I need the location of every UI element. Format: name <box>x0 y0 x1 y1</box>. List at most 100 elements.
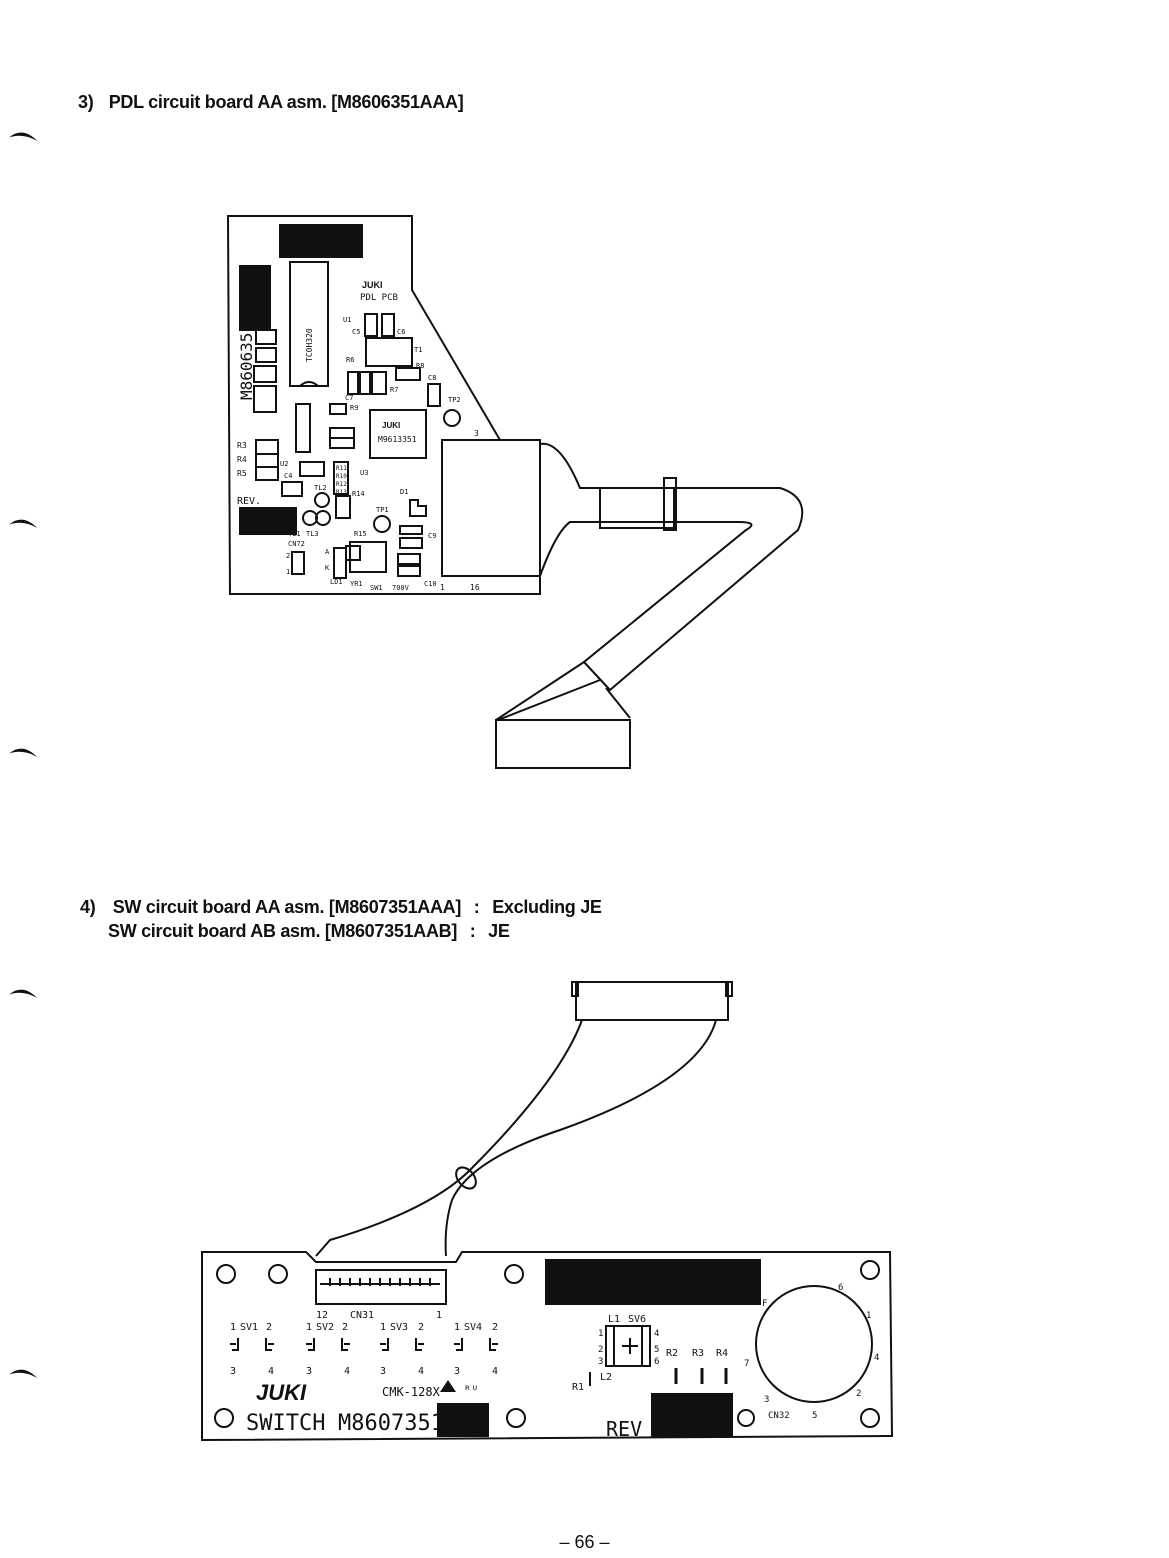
sv4-pin4: 4 <box>492 1366 498 1377</box>
pdl-board-name: PDL PCB <box>360 293 398 303</box>
sv4-name: SV4 <box>464 1322 482 1333</box>
svg-text:R7: R7 <box>390 386 398 394</box>
punch-hole-mark <box>9 748 38 757</box>
svg-text:6: 6 <box>654 1357 659 1367</box>
svg-text:C6: C6 <box>397 328 405 336</box>
svg-text:1: 1 <box>286 568 290 576</box>
svg-text:R14: R14 <box>352 490 365 498</box>
section3-title: PDL circuit board AA asm. [M8606351AAA] <box>108 92 464 112</box>
svg-text:R6: R6 <box>346 356 354 364</box>
sw-rev-block <box>651 1393 733 1437</box>
sw-cn31-pin-left: 12 <box>316 1310 328 1321</box>
svg-text:TP1: TP1 <box>376 506 389 514</box>
sv4-pin1: 1 <box>454 1322 460 1333</box>
sw-l2-label: L2 <box>600 1372 612 1383</box>
sv1-pin3: 3 <box>230 1366 236 1377</box>
svg-text:C7: C7 <box>345 394 353 402</box>
pdl-brand: JUKI <box>362 280 383 290</box>
svg-text:R4: R4 <box>237 455 247 464</box>
sw-cn31-connector <box>315 1269 447 1305</box>
svg-text:2: 2 <box>286 552 290 560</box>
sw-r1-label: R1 <box>572 1382 584 1393</box>
svg-text:4: 4 <box>654 1329 659 1339</box>
svg-text:R9: R9 <box>350 404 358 412</box>
pdl-ic-label: TC0H320 <box>305 328 314 362</box>
sv2-pin3: 3 <box>306 1366 312 1377</box>
sw-r2-label: R2 <box>666 1348 678 1359</box>
sw-cn32-pin-5: 5 <box>812 1411 817 1421</box>
pdl-cable-pin-16: 16 <box>470 583 480 592</box>
sw-cable-connector <box>575 981 729 1021</box>
sw-cn32-pin-1: 1 <box>866 1311 871 1321</box>
sw-r4-label: R4 <box>716 1348 728 1359</box>
sv3-pin4: 4 <box>418 1366 424 1377</box>
svg-text:1: 1 <box>598 1329 603 1339</box>
svg-text:R12: R12 <box>336 481 347 488</box>
sw-model-mark: CMK-128X <box>382 1385 441 1399</box>
sw-r3-label: R3 <box>692 1348 704 1359</box>
pdl-board-diagram: M8606351 TC0H320 R3 R4 R5 REV. JUKI PDL … <box>226 215 804 769</box>
svg-text:ᴿᵁ: ᴿᵁ <box>464 1383 478 1397</box>
svg-text:5: 5 <box>654 1345 659 1355</box>
svg-text:C5: C5 <box>352 328 360 336</box>
sv3-pin3: 3 <box>380 1366 386 1377</box>
sw-sv6-switch <box>605 1325 651 1367</box>
svg-text:TP2: TP2 <box>448 396 461 404</box>
section4-line2-note: JE <box>488 921 510 941</box>
sw-mount-hole <box>506 1408 526 1428</box>
sw-mount-hole <box>268 1264 288 1284</box>
sv3-pin1: 1 <box>380 1322 386 1333</box>
sw-switch-label: SWITCH <box>246 1411 325 1436</box>
section4-line2: SW circuit board AB asm. [M8607351AAB] :… <box>80 919 602 943</box>
svg-text:C10: C10 <box>424 580 437 588</box>
sv1-name: SV1 <box>240 1322 258 1333</box>
sv2-pin2: 2 <box>342 1322 348 1333</box>
sv3-pin2: 2 <box>418 1322 424 1333</box>
sw-mount-hole <box>216 1264 236 1284</box>
sw-brand: JUKI <box>256 1380 307 1405</box>
svg-text:3: 3 <box>598 1357 603 1367</box>
svg-text:U2: U2 <box>280 460 288 468</box>
sw-rev-label: REV <box>606 1417 642 1441</box>
sw-cn32-pin-3: 3 <box>764 1395 769 1405</box>
pdl-cable-pin-1: 1 <box>440 583 445 592</box>
sv2-name: SV2 <box>316 1322 334 1333</box>
sw-cn32-label: CN32 <box>768 1411 790 1421</box>
svg-text:YR1: YR1 <box>350 580 363 588</box>
pdl-cable-pin-3: 3 <box>474 429 479 438</box>
pdl-left-label-block <box>239 265 271 331</box>
svg-text:TL3: TL3 <box>306 530 319 538</box>
svg-text:C4: C4 <box>284 472 292 480</box>
sv1-pin4: 4 <box>268 1366 274 1377</box>
sw-mount-hole <box>737 1409 755 1427</box>
pdl-end-connector <box>495 719 631 769</box>
sw-part-number: M8607351 <box>338 1411 444 1436</box>
sv3-name: SV3 <box>390 1322 408 1333</box>
pdl-part-number-vertical: M8606351 <box>237 323 256 400</box>
svg-text:TL2: TL2 <box>314 484 327 492</box>
svg-text:T1: T1 <box>414 346 422 354</box>
section4-line2-title: SW circuit board AB asm. [M8607351AAB] <box>108 921 458 941</box>
section4-line1-note: Excluding JE <box>492 897 602 917</box>
sw-mount-hole <box>860 1260 880 1280</box>
svg-text:D1: D1 <box>400 488 408 496</box>
pdl-700v-note: 700V <box>392 584 410 592</box>
svg-text:R11: R11 <box>336 465 347 472</box>
section4-number: 4) <box>80 897 96 917</box>
sv2-pin4: 4 <box>344 1366 350 1377</box>
punch-hole-mark <box>9 132 38 141</box>
svg-text:R5: R5 <box>237 469 247 478</box>
svg-text:R10: R10 <box>336 473 347 480</box>
sw-cable <box>315 1019 717 1257</box>
svg-text:R13: R13 <box>336 489 347 496</box>
svg-text:C9: C9 <box>428 532 436 540</box>
section4-line1: 4) SW circuit board AA asm. [M8607351AAA… <box>80 895 602 919</box>
pdl-rev-label: REV. <box>237 496 261 507</box>
svg-text:TL1: TL1 <box>288 530 301 538</box>
sw-switch-group <box>230 1338 498 1351</box>
page-number: – 66 – <box>559 1532 610 1552</box>
pdl-connector <box>441 439 541 577</box>
section3-number: 3) <box>78 92 94 112</box>
svg-text:F: F <box>762 1299 767 1309</box>
svg-text:CN72: CN72 <box>288 540 305 548</box>
